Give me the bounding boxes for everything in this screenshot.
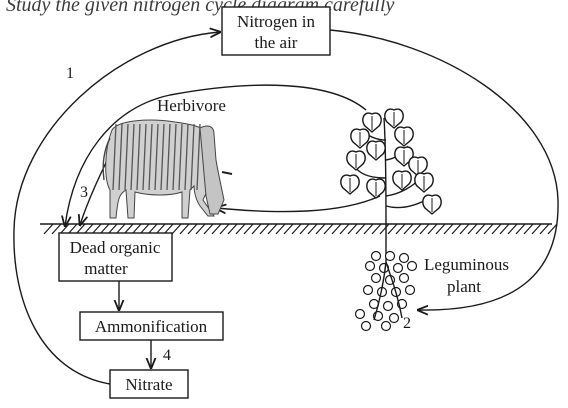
box-nitrogen-in-air-line1: Nitrogen in	[237, 12, 315, 31]
box-dead-organic-line2: matter	[84, 259, 128, 278]
box-nitrate: Nitrate	[110, 370, 188, 398]
step-number-2: 2	[403, 315, 411, 332]
header-fragment: Study the given nitrogen cycle diagram c…	[6, 0, 395, 16]
label-leguminous-line2: plant	[447, 277, 481, 296]
leguminous-plant	[341, 109, 441, 330]
box-ammonification-label: Ammonification	[95, 317, 208, 336]
label-herbivore: Herbivore	[157, 96, 226, 115]
box-dead-organic-line1: Dead organic	[70, 238, 161, 257]
step-number-3: 3	[80, 184, 88, 201]
box-nitrogen-in-air-line2: the air	[255, 33, 298, 52]
zebra-illustration	[103, 120, 232, 218]
box-nitrate-label: Nitrate	[125, 375, 172, 394]
box-ammonification: Ammonification	[80, 312, 223, 340]
box-dead-organic-matter: Dead organic matter	[59, 233, 172, 281]
label-leguminous-line1: Leguminous	[424, 255, 509, 274]
step-number-1: 1	[66, 65, 74, 82]
arrow-plant-to-herbivore	[216, 196, 380, 212]
step-number-4: 4	[163, 347, 171, 364]
box-nitrogen-in-air: Nitrogen in the air	[222, 7, 330, 55]
